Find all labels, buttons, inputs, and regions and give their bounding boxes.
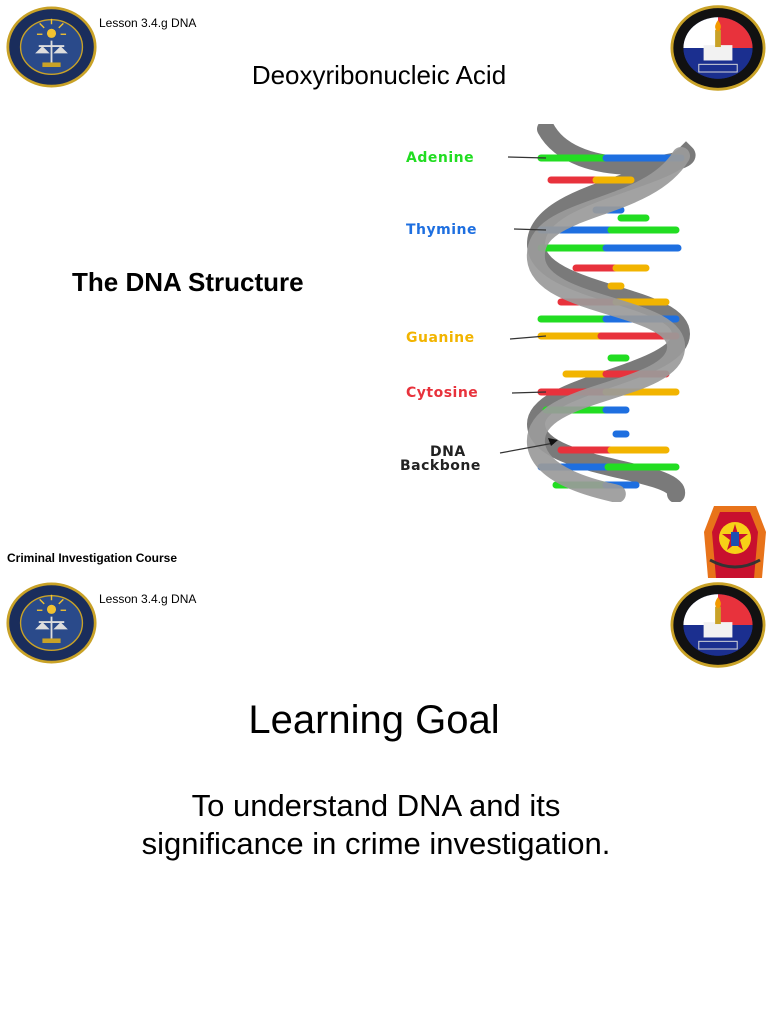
slide-title: Deoxyribonucleic Acid bbox=[251, 60, 507, 90]
pnp-academy-seal-icon bbox=[670, 5, 766, 91]
cidg-seal-icon bbox=[6, 6, 97, 88]
label-cytosine: Cytosine bbox=[406, 385, 478, 401]
pnp-logo-icon bbox=[704, 506, 766, 578]
label-dna: DNA bbox=[430, 444, 466, 460]
section-heading: The DNA Structure bbox=[72, 267, 304, 297]
slide-dna-structure: Lesson 3.4.g DNA Deoxyribonucleic Acid T… bbox=[6, 5, 766, 578]
label-backbone: Backbone bbox=[400, 458, 481, 474]
label-pointers bbox=[499, 156, 555, 454]
label-guanine: Guanine bbox=[406, 330, 475, 346]
slide-learning-goal: Lesson 3.4.g DNA Learning Goal To unders… bbox=[0, 578, 768, 1024]
label-adenine: Adenine bbox=[406, 150, 474, 166]
learning-goal-text: To understand DNA and its significance i… bbox=[0, 787, 760, 863]
lesson-label: Lesson 3.4.g DNA bbox=[99, 16, 197, 30]
lesson-label: Lesson 3.4.g DNA bbox=[99, 592, 197, 606]
dna-backbone-front bbox=[526, 147, 690, 502]
slide-title: Learning Goal bbox=[248, 698, 500, 742]
pnp-academy-seal-icon bbox=[670, 582, 766, 668]
dna-double-helix-diagram: Adenine Thymine Guanine Cytosine DNA Bac… bbox=[400, 124, 696, 502]
arrow-icon bbox=[548, 438, 558, 446]
label-thymine: Thymine bbox=[406, 222, 477, 238]
course-footer: Criminal Investigation Course bbox=[7, 551, 178, 565]
cidg-seal-icon bbox=[6, 582, 97, 664]
goal-line: significance in crime investigation. bbox=[141, 826, 611, 861]
goal-line: To understand DNA and its bbox=[191, 788, 561, 823]
